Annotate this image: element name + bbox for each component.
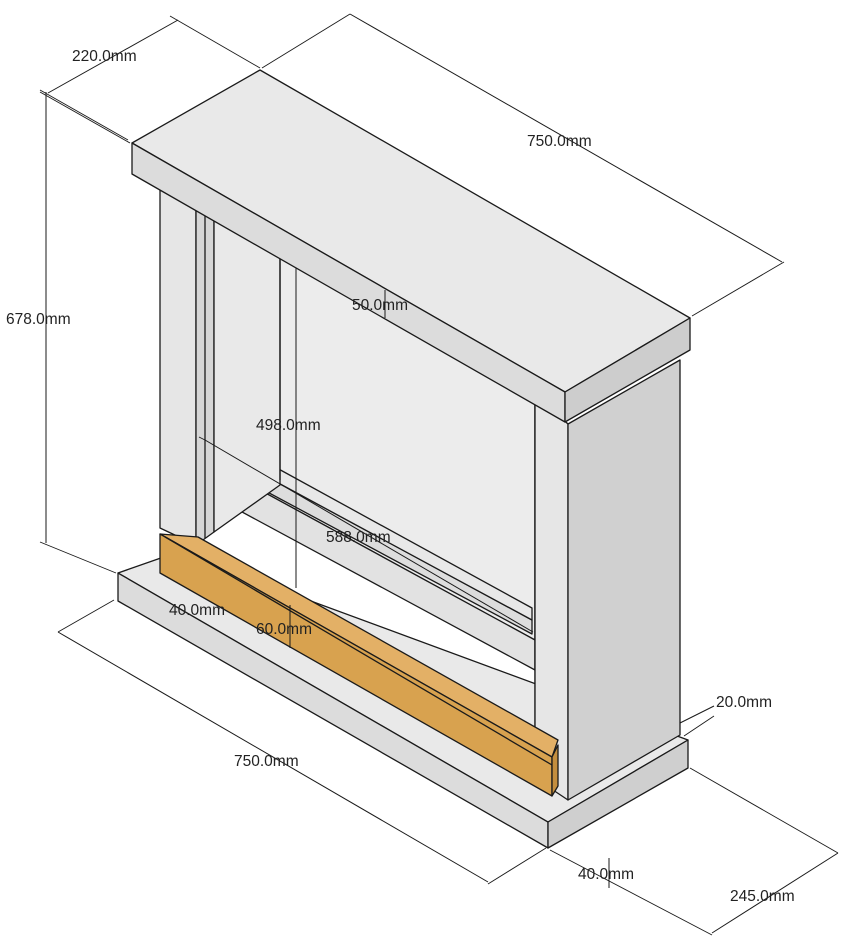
left-column-front	[159, 189, 197, 546]
dimension-lines	[39, 13, 839, 936]
wood-trim-groove	[164, 536, 553, 766]
left-column	[159, 189, 281, 546]
mantel-side-face	[564, 317, 691, 423]
label-base-depth: 245.0mm	[730, 888, 795, 905]
right-column-side	[567, 359, 681, 801]
label-opening-width: 588.0mm	[326, 529, 391, 546]
label-hearth-inset: 40.0mm	[169, 602, 225, 619]
label-total-height: 678.0mm	[6, 311, 71, 328]
label-top-width: 750.0mm	[527, 133, 592, 150]
label-top-depth: 220.0mm	[72, 48, 137, 65]
label-base-overhang: 20.0mm	[716, 694, 772, 711]
label-base-height: 40.0mm	[578, 866, 634, 883]
wood-trim-end	[551, 744, 559, 797]
mantel-top	[131, 69, 691, 423]
label-opening-height: 498.0mm	[256, 417, 321, 434]
base-side-face	[547, 739, 689, 849]
label-wood-height: 60.0mm	[256, 621, 312, 638]
dimension-labels: 220.0mm 750.0mm 678.0mm 50.0mm 498.0mm 5…	[6, 48, 795, 905]
right-column	[534, 359, 681, 801]
wood-trim	[159, 533, 559, 797]
firebox-interior	[204, 214, 536, 671]
left-column-return	[213, 209, 281, 533]
label-base-width: 750.0mm	[234, 753, 299, 770]
label-mantel-thickness: 50.0mm	[352, 297, 408, 314]
